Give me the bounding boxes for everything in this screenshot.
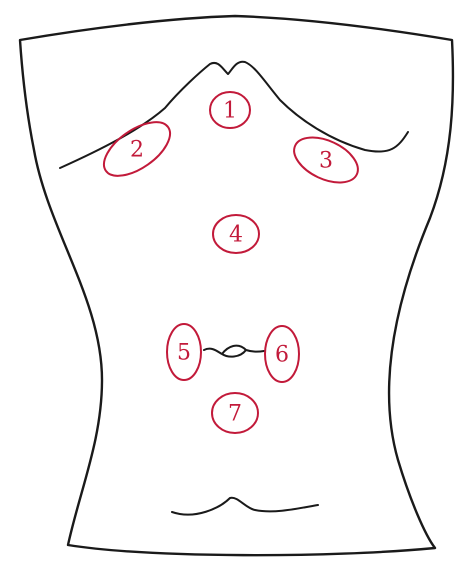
torso-outline [20, 16, 453, 555]
marker-1-label: 1 [223, 99, 237, 124]
navel-icon [204, 346, 264, 357]
marker-4: 4 [213, 215, 259, 253]
marker-4-label: 4 [229, 223, 243, 248]
marker-5: 5 [167, 324, 201, 380]
marker-5-label: 5 [177, 341, 191, 366]
marker-6-label: 6 [275, 343, 289, 368]
marker-7: 7 [212, 393, 258, 433]
marker-7-label: 7 [228, 402, 242, 427]
marker-3: 3 [287, 128, 365, 191]
marker-2: 2 [95, 112, 179, 187]
marker-2-label: 2 [130, 138, 144, 163]
groin-line [172, 498, 318, 515]
marker-1: 1 [210, 92, 250, 128]
marker-3-label: 3 [319, 149, 333, 174]
marker-6: 6 [265, 326, 299, 382]
